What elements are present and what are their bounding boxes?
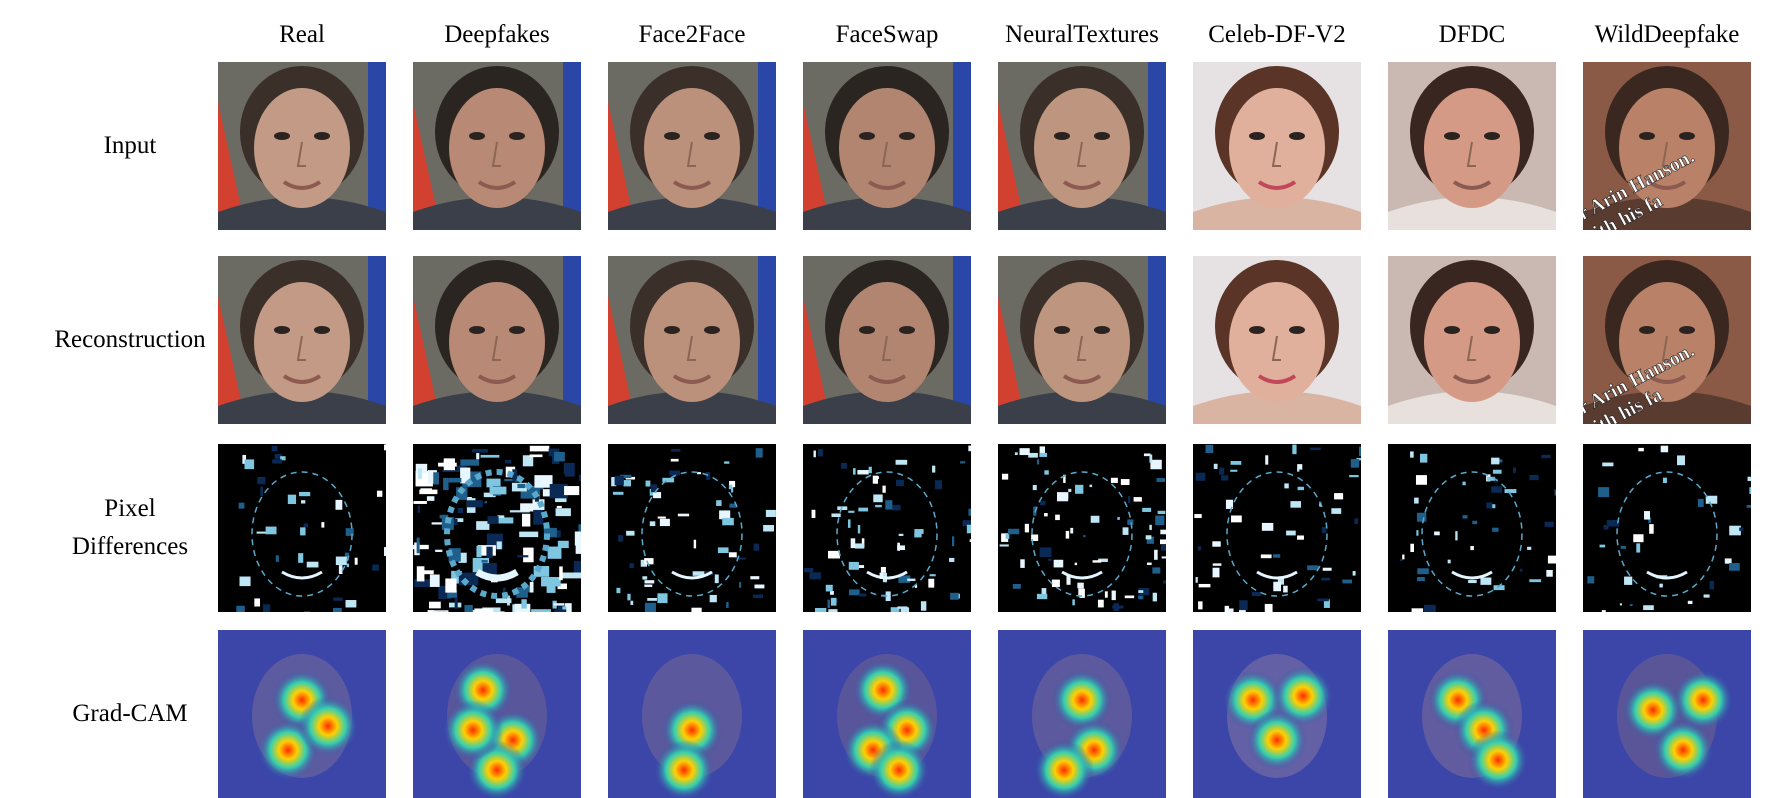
figure-tile xyxy=(608,256,776,424)
row-label: Input xyxy=(30,127,230,165)
figure-tile xyxy=(413,630,581,798)
column-header: FaceSwap xyxy=(797,20,977,50)
figure-tile xyxy=(1193,444,1361,612)
column-header: NeuralTextures xyxy=(992,20,1172,50)
figure-tile xyxy=(803,62,971,230)
figure-tile xyxy=(608,630,776,798)
column-header: Celeb-DF-V2 xyxy=(1187,20,1367,50)
figure-tile xyxy=(1388,630,1556,798)
column-header: WildDeepfake xyxy=(1577,20,1757,50)
figure-tile xyxy=(998,62,1166,230)
figure-tile xyxy=(608,444,776,612)
row-label-line: Pixel xyxy=(30,490,230,528)
figure-tile xyxy=(1583,630,1751,798)
figure-tile: or Arin Hanson.with his fa xyxy=(1583,256,1751,424)
row-label-line: Grad-CAM xyxy=(30,695,230,733)
figure-tile xyxy=(1388,444,1556,612)
figure-tile xyxy=(413,256,581,424)
figure-tile xyxy=(803,444,971,612)
figure-tile: or Arin Hanson.with his fa xyxy=(1583,62,1751,230)
figure-tile xyxy=(218,256,386,424)
figure-tile xyxy=(1193,630,1361,798)
figure-tile xyxy=(218,630,386,798)
figure-tile xyxy=(998,444,1166,612)
figure-tile xyxy=(413,444,581,612)
row-label-line: Reconstruction xyxy=(30,321,230,359)
figure-tile xyxy=(1388,62,1556,230)
row-label: Reconstruction xyxy=(30,321,230,359)
column-header: Real xyxy=(212,20,392,50)
figure-tile xyxy=(218,62,386,230)
figure-tile xyxy=(1583,444,1751,612)
figure-tile xyxy=(803,256,971,424)
figure-tile xyxy=(608,62,776,230)
figure-tile xyxy=(998,630,1166,798)
figure-tile xyxy=(998,256,1166,424)
figure-tile xyxy=(1193,256,1361,424)
figure-tile xyxy=(1193,62,1361,230)
figure-tile xyxy=(218,444,386,612)
column-header: Deepfakes xyxy=(407,20,587,50)
row-label: Grad-CAM xyxy=(30,695,230,733)
column-header: Face2Face xyxy=(602,20,782,50)
figure-tile xyxy=(803,630,971,798)
row-label-line: Differences xyxy=(30,528,230,566)
figure-tile xyxy=(413,62,581,230)
row-label-line: Input xyxy=(30,127,230,165)
figure-tile xyxy=(1388,256,1556,424)
column-header: DFDC xyxy=(1382,20,1562,50)
